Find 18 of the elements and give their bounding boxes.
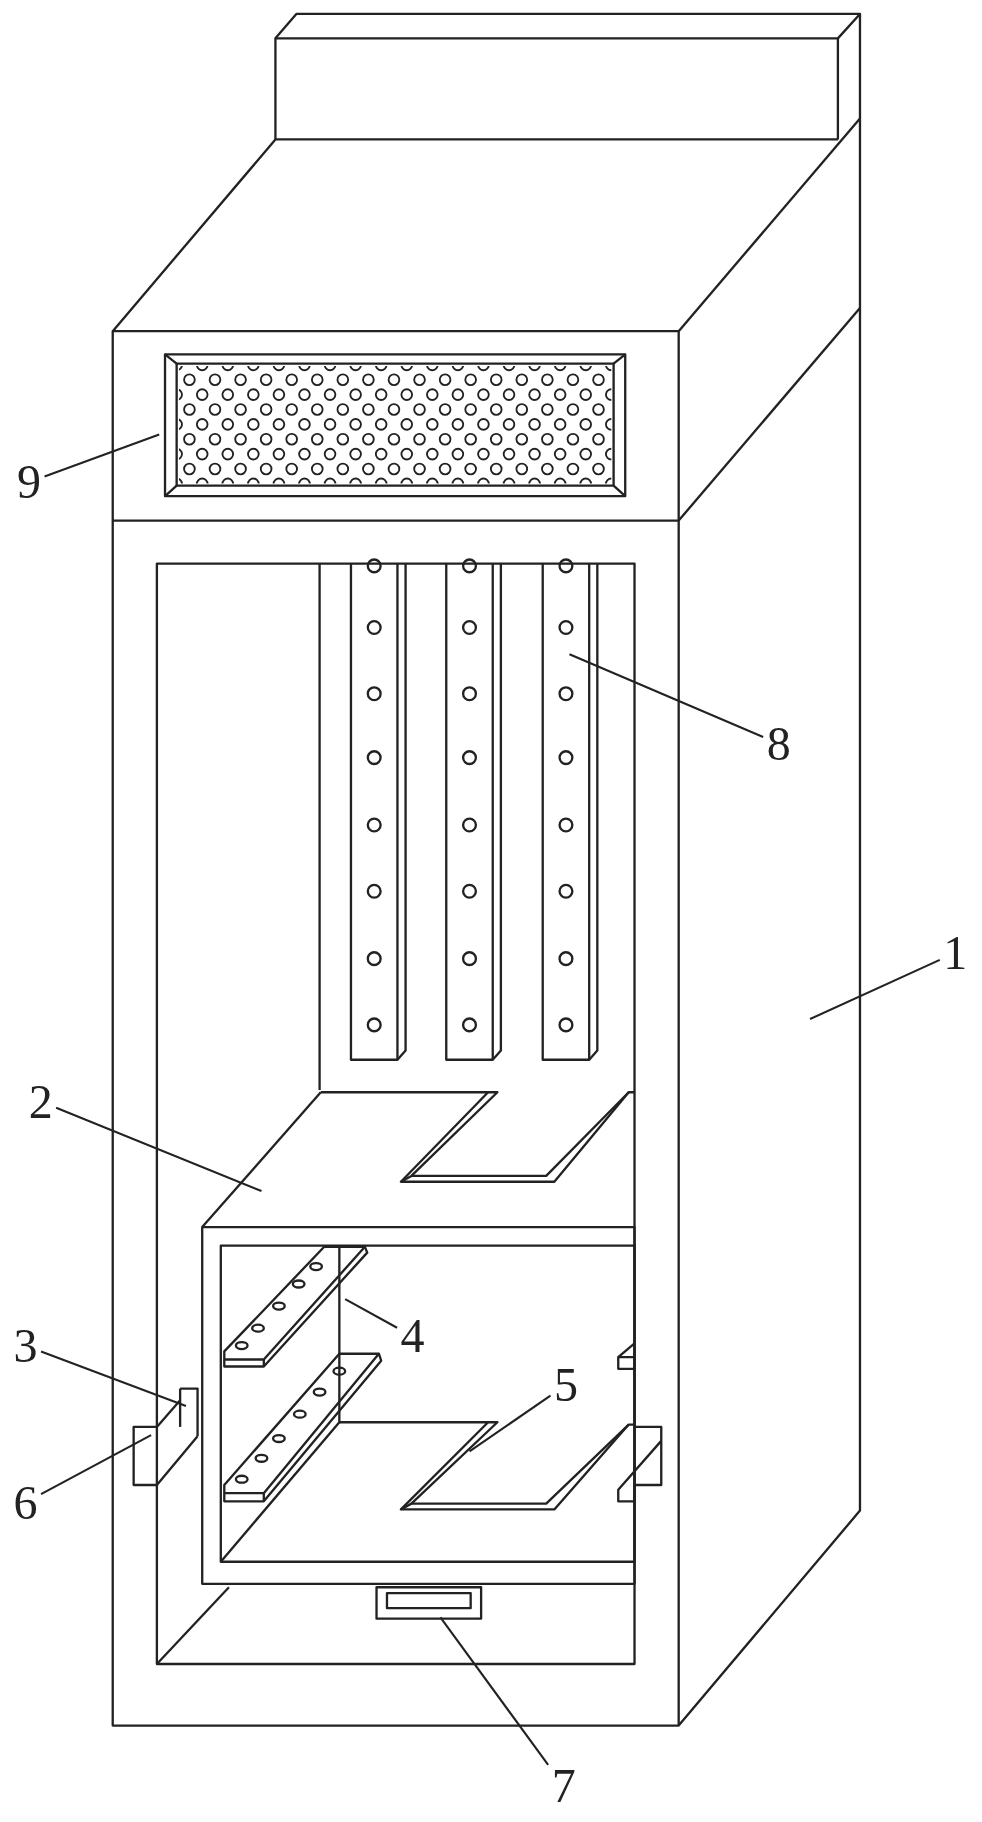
leader-line [344,1298,398,1329]
leader-line [569,653,764,738]
callout-number: 1 [943,928,968,977]
callout-number: 5 [553,1361,578,1410]
leader-line [40,1350,187,1407]
callout-number: 3 [13,1321,38,1370]
leader-line [55,1106,262,1192]
callout-number: 8 [766,719,791,768]
callout-number: 6 [13,1478,38,1527]
callout-number: 9 [17,458,42,507]
callout-number: 2 [28,1077,53,1126]
leader-line [439,1616,549,1766]
leader-line [809,958,941,1021]
callout-number: 7 [551,1762,576,1811]
leader-line [468,1394,552,1453]
leader-line [44,433,160,478]
callout-number: 4 [400,1312,425,1361]
leader-line [40,1434,152,1496]
